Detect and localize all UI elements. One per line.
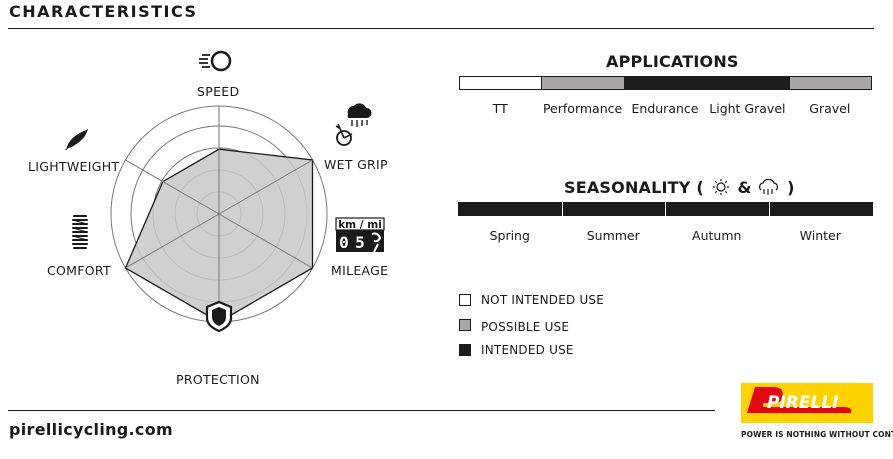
- application-segment-light-gravel: [706, 76, 790, 90]
- legend-swatch-intended: [459, 344, 471, 356]
- axis-label-comfort: COMFORT: [47, 263, 111, 278]
- legend-swatch-possible: [459, 319, 471, 331]
- season-segment-autumn: [665, 202, 770, 216]
- pirelli-logo-text: PIRELLI: [767, 393, 838, 413]
- odometer-digit-1: 0: [339, 233, 349, 252]
- footer-divider: [8, 410, 715, 411]
- application-label-endurance: Endurance: [631, 101, 699, 116]
- season-label-summer: Summer: [586, 228, 640, 243]
- odometer-digit-2: 5: [355, 233, 365, 252]
- odometer-unit: km / mi: [338, 219, 382, 231]
- axis-label-lightweight: LIGHTWEIGHT: [28, 159, 120, 174]
- application-label-gravel: Gravel: [809, 101, 851, 116]
- radar-spoke-lightweight: [125, 159, 220, 215]
- season-segment-spring: [458, 202, 563, 216]
- season-label-spring: Spring: [489, 228, 530, 243]
- speed-icon: [199, 50, 232, 72]
- footer-url[interactable]: pirellicycling.com: [9, 420, 173, 439]
- application-segment-gravel: [788, 76, 872, 90]
- axis-label-speed: SPEED: [197, 84, 240, 99]
- protection-icon: [205, 300, 233, 333]
- header-title: CHARACTERISTICS: [9, 2, 198, 21]
- seasonality-title-text: SEASONALITY (: [564, 178, 704, 197]
- axis-label-wet-grip: WET GRIP: [324, 157, 388, 172]
- mileage-icon: km / mi 0 5: [335, 217, 385, 253]
- seasonality-title-end: ): [787, 178, 795, 197]
- radar-spoke-mileage: [218, 213, 313, 269]
- sun-icon: [712, 179, 729, 195]
- seasonality-title-amp: &: [737, 178, 752, 197]
- radar-spoke-wet-grip: [218, 159, 313, 215]
- odometer-rolling-digit: [371, 232, 382, 253]
- season-separator: [768, 202, 770, 216]
- wet-grip-icon: [335, 103, 372, 146]
- application-label-tt: TT: [492, 101, 508, 116]
- season-label-winter: Winter: [799, 228, 841, 243]
- application-segment-tt: [459, 76, 543, 90]
- characteristics-radar: km / mi 0 5: [65, 50, 385, 333]
- axis-label-protection: PROTECTION: [176, 372, 260, 387]
- comfort-icon: [72, 215, 88, 249]
- application-label-light-gravel: Light Gravel: [709, 101, 786, 116]
- radar-spoke-comfort: [125, 213, 220, 269]
- legend-label-possible: POSSIBLE USE: [481, 320, 570, 334]
- brand-tagline: POWER IS NOTHING WITHOUT CONTROL: [741, 430, 893, 439]
- season-separator: [561, 202, 563, 216]
- rain-cloud-icon: [759, 178, 779, 195]
- pirelli-logo-mark: PIRELLI: [747, 387, 852, 413]
- season-segment-winter: [768, 202, 873, 216]
- season-label-autumn: Autumn: [692, 228, 742, 243]
- legend-label-not-intended: NOT INTENDED USE: [481, 293, 605, 307]
- pirelli-logo: PIRELLI: [741, 383, 873, 423]
- legend-swatch-not-intended: [459, 294, 471, 306]
- application-segment-endurance: [623, 76, 708, 90]
- axis-label-mileage: MILEAGE: [331, 263, 389, 278]
- application-label-performance: Performance: [542, 101, 623, 116]
- legend-label-intended: INTENDED USE: [481, 343, 574, 357]
- lightweight-icon: [65, 129, 89, 151]
- season-separator: [665, 202, 666, 216]
- seasonality-title: SEASONALITY ( & ): [564, 178, 795, 197]
- application-segment-performance: [541, 76, 625, 90]
- applications-title: APPLICATIONS: [606, 52, 739, 71]
- season-segment-summer: [561, 202, 666, 216]
- header-divider: [8, 28, 874, 29]
